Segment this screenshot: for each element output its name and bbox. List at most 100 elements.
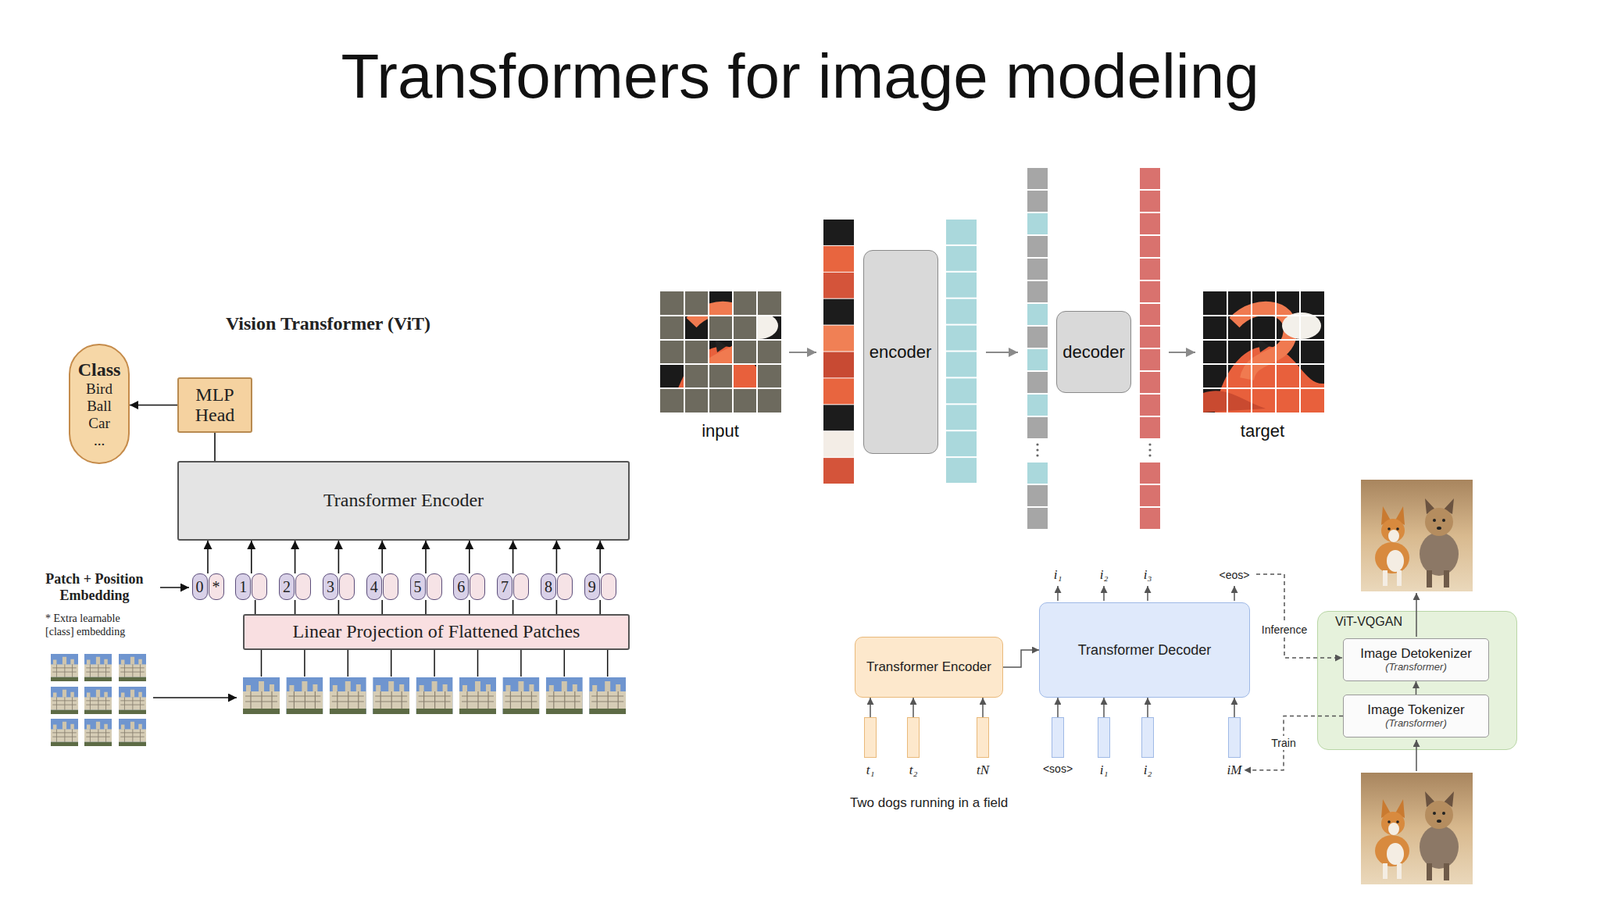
- patch-sequence: [502, 677, 540, 715]
- node-sublabel: Bird: [85, 380, 113, 398]
- output-token: i₂: [1100, 567, 1109, 583]
- masked-input-image: [684, 291, 709, 316]
- masked-input-image: [660, 291, 685, 316]
- visible-patch-column: [823, 246, 854, 272]
- full-token-column: [1027, 190, 1048, 212]
- visible-patch-column: [823, 219, 854, 246]
- output-token-column: [1148, 453, 1151, 457]
- tokenizer-box: Image Tokenizer(Transformer): [1342, 694, 1490, 738]
- embedding-pill: [382, 573, 399, 600]
- full-token-column: [1027, 507, 1048, 529]
- masked-input-image: [684, 388, 709, 413]
- connector: [207, 540, 209, 574]
- connector: [1103, 697, 1105, 718]
- visible-patch-column: [823, 219, 854, 484]
- target-image: [1203, 291, 1325, 413]
- node-label: Image Detokenizer: [1360, 646, 1472, 662]
- visible-patch-column: [823, 299, 854, 325]
- connector: [338, 540, 340, 574]
- detokenizer-box: Image Detokenizer(Transformer): [1342, 638, 1490, 682]
- visible-patch-column: [823, 404, 854, 431]
- embedding-pill: [600, 573, 617, 600]
- embedding-pill: [557, 573, 573, 600]
- embedding-token: 1: [235, 573, 268, 600]
- embedding-token: 2: [278, 573, 311, 600]
- token-label: 3: [322, 573, 339, 600]
- node-label: t₂: [909, 762, 918, 779]
- connector: [1146, 697, 1149, 718]
- encoder-box: Transformer Encoder: [854, 636, 1004, 698]
- connector: [599, 600, 601, 615]
- connector: [599, 540, 601, 574]
- image-label: target: [1240, 421, 1285, 441]
- output-token: <eos>: [1219, 568, 1250, 582]
- masked-input-image: [660, 291, 782, 413]
- text-token: t₁: [864, 717, 877, 779]
- patch-wire: [347, 650, 350, 677]
- masked-input-image: [708, 364, 733, 389]
- prompt-text: Two dogs running in a field: [850, 795, 1008, 811]
- full-token-column: [1027, 213, 1048, 235]
- masked-input-image: [732, 291, 758, 316]
- output-token-column: [1148, 442, 1151, 446]
- embedding-pill: [513, 573, 529, 600]
- connector: [512, 540, 515, 574]
- connector: [129, 404, 178, 407]
- node-label: Transformer Encoder: [866, 659, 992, 675]
- figure-heading: Vision Transformer (ViT): [225, 313, 431, 336]
- output-token: i₃: [1143, 567, 1153, 583]
- full-token-column: [1027, 281, 1048, 303]
- full-token-column: [1027, 258, 1048, 280]
- connector: [982, 697, 984, 718]
- patch-wire: [303, 650, 306, 677]
- patch-sequence: [372, 677, 410, 715]
- embedding-token: 9: [584, 573, 617, 600]
- projection-box: Linear Projection of Flattened Patches: [242, 614, 630, 650]
- masked-input-image: [708, 388, 733, 413]
- connector: [254, 600, 257, 615]
- patch-wire: [607, 650, 609, 677]
- patch-sequence: [459, 677, 497, 715]
- node-label: Linear Projection of Flattened Patches: [292, 621, 581, 643]
- text-token: t₂: [907, 717, 920, 779]
- full-token-column: [1035, 442, 1039, 446]
- token-label: 8: [540, 573, 557, 600]
- connector: [1243, 716, 1343, 771]
- patch-sequence: [242, 677, 626, 715]
- masked-input-image: [684, 339, 709, 365]
- masked-input-image: [732, 339, 758, 365]
- line-label: Inference: [1259, 622, 1310, 637]
- masked-input-image: [660, 315, 685, 340]
- node-sublabel: ...: [93, 432, 105, 450]
- full-token-column: [1027, 349, 1048, 371]
- connector: [381, 540, 383, 574]
- embedding-pill: [251, 573, 268, 600]
- full-token-column: [1035, 453, 1039, 457]
- connector: [556, 540, 558, 574]
- patch-sequence: [285, 677, 323, 715]
- patch-wire: [260, 650, 263, 677]
- node-label: i₁: [1100, 762, 1109, 779]
- token-bar: [1051, 717, 1065, 758]
- annotation: Patch + Position Embedding: [31, 571, 158, 604]
- inference-dashed-line: [1256, 574, 1343, 658]
- visible-patch-column: [823, 457, 854, 484]
- token-bar: [1228, 717, 1241, 758]
- flow-arrow: [985, 351, 1018, 354]
- output-arrow: [1057, 585, 1235, 601]
- footnote: * Extra learnable [class] embedding: [45, 612, 147, 640]
- masked-input-image: [732, 315, 758, 340]
- target-image: [1203, 291, 1325, 413]
- full-token-column: [1027, 167, 1048, 529]
- image-patch-grid: [84, 686, 112, 715]
- connector: [1415, 681, 1418, 695]
- image-token: i₁: [1097, 717, 1111, 779]
- image-label: input: [701, 421, 740, 441]
- embedding-token: 8: [540, 573, 573, 600]
- masked-input-image: [757, 364, 782, 389]
- full-token-column: [1027, 371, 1048, 393]
- output-arrow: [1103, 585, 1105, 601]
- image-token: i₂: [1141, 717, 1154, 779]
